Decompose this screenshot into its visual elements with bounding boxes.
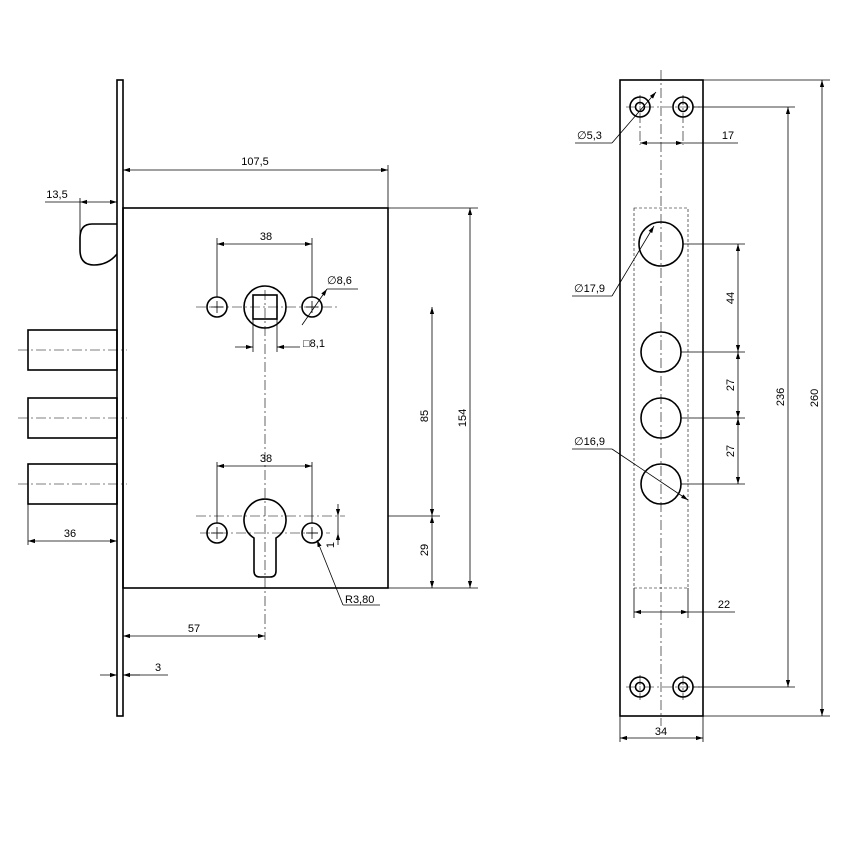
dim-1: 1: [325, 542, 337, 548]
dim-44: 44: [725, 292, 737, 304]
faceplate-front-view: ∅5,3 17 ∅17,9 44 27 27 ∅1: [572, 70, 830, 742]
dim-107-5: 107,5: [241, 156, 269, 168]
dim-square-8-1: □8,1: [303, 338, 325, 350]
dim-r3-80: R3,80: [345, 594, 374, 606]
dim-13-5: 13,5: [46, 189, 67, 201]
dim-236: 236: [775, 388, 787, 406]
cylinder-keyhole: [243, 498, 287, 578]
dim-dia-16-9: ∅16,9: [574, 436, 605, 448]
dim-85: 85: [419, 410, 431, 422]
lock-side-view: 107,5 13,5 38 ∅8,6 □8,1 85 29: [18, 79, 478, 717]
dim-260: 260: [809, 389, 821, 407]
dim-17: 17: [722, 130, 734, 142]
dim-dia-17-9: ∅17,9: [574, 283, 605, 295]
faceplate: [116, 79, 124, 717]
dim-38-bottom: 38: [260, 453, 272, 465]
dim-38-top: 38: [260, 231, 272, 243]
dim-36: 36: [64, 528, 76, 540]
dim-29: 29: [419, 544, 431, 556]
lock-case: [122, 207, 389, 589]
dim-dia-5-3: ∅5,3: [577, 130, 602, 142]
dead-bolts: [18, 329, 127, 505]
dim-57: 57: [188, 623, 200, 635]
bolt-window-outline: [633, 207, 689, 589]
dim-27-b: 27: [725, 445, 737, 457]
faceplate-front: [619, 79, 704, 717]
dim-34: 34: [655, 726, 667, 738]
latch-bolt: [79, 223, 118, 266]
dim-27-a: 27: [725, 379, 737, 391]
dim-dia-8-6: ∅8,6: [327, 275, 352, 287]
dim-22: 22: [718, 599, 730, 611]
dim-3: 3: [155, 662, 161, 674]
dim-154: 154: [457, 409, 469, 427]
